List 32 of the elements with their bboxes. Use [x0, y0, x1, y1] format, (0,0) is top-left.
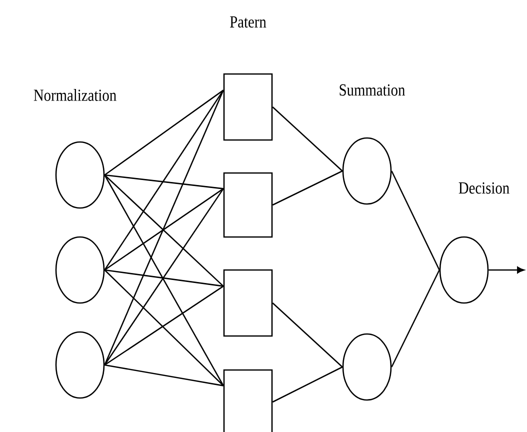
connector-line — [104, 174, 224, 287]
layer-label: Summation — [340, 84, 405, 96]
layer-label: Normalization — [34, 89, 116, 101]
connector-line — [272, 366, 343, 403]
square-box — [223, 269, 273, 337]
connector-line — [104, 188, 224, 271]
connector-line — [104, 174, 224, 386]
connector-line — [104, 269, 224, 287]
connector-line — [104, 364, 224, 386]
circle — [342, 333, 392, 401]
layer-label: Patern — [230, 16, 266, 28]
arrow — [488, 266, 524, 274]
connector-line — [272, 170, 343, 206]
connector-line — [391, 270, 440, 368]
circle — [55, 141, 105, 209]
circle — [55, 331, 105, 399]
layer-label: Decision — [458, 182, 510, 194]
connector-line — [272, 106, 343, 172]
circle — [342, 137, 392, 205]
connector-line — [104, 174, 224, 190]
connector-line — [104, 286, 224, 366]
circle — [55, 236, 105, 304]
connector-line — [104, 188, 224, 366]
connector-line — [391, 170, 440, 270]
square-box — [223, 172, 273, 238]
connector-line — [104, 270, 224, 386]
connector-line — [104, 90, 224, 176]
circle — [439, 236, 489, 304]
connector-line — [104, 90, 224, 270]
square-box — [223, 73, 273, 141]
connector-line — [272, 302, 343, 368]
connector-line — [104, 90, 224, 366]
